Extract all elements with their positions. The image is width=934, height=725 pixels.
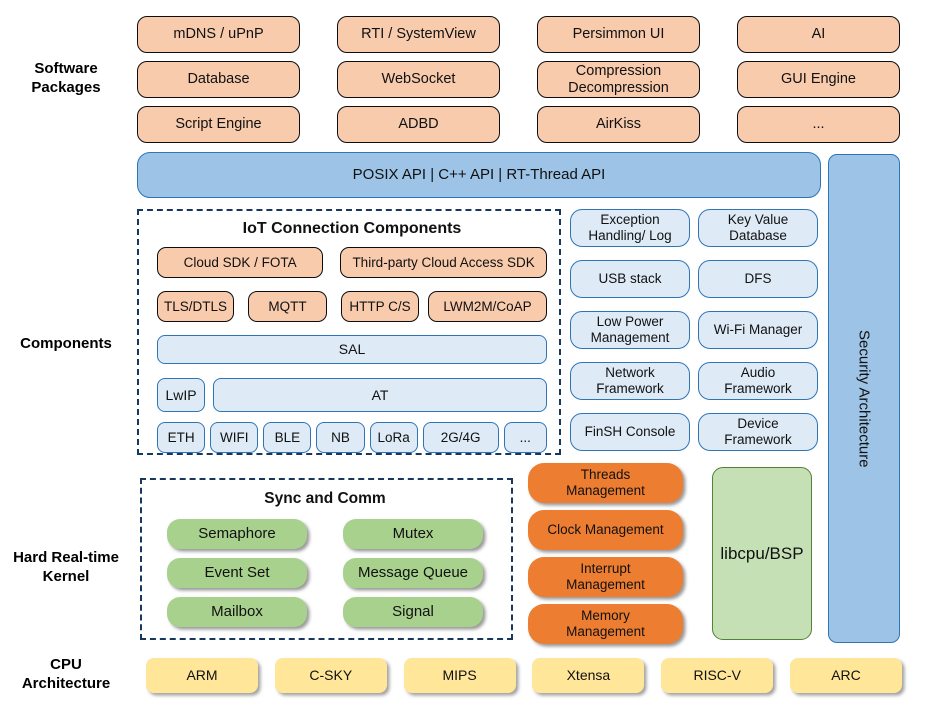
- kernel-management-column: Threads Management Clock Management Inte…: [528, 463, 683, 644]
- package-box: WebSocket: [337, 61, 500, 98]
- package-box: Database: [137, 61, 300, 98]
- component-box: Key Value Database: [698, 209, 818, 247]
- package-box: ADBD: [337, 106, 500, 143]
- security-architecture-bar: Security Architecture: [828, 154, 900, 643]
- kernel-ipc-box: Semaphore: [167, 519, 307, 549]
- label-cpu-architecture: CPU Architecture: [21, 656, 111, 692]
- cpu-box: MIPS: [403, 658, 516, 693]
- iot-connection-components-box: IoT Connection Components Cloud SDK / FO…: [137, 209, 561, 455]
- label-components: Components: [20, 335, 112, 352]
- cpu-box: ARC: [789, 658, 902, 693]
- management-box: Clock Management: [528, 510, 683, 550]
- cpu-box: C-SKY: [274, 658, 387, 693]
- component-grid: Exception Handling/ Log Key Value Databa…: [570, 209, 818, 451]
- cpu-box: Xtensa: [532, 658, 645, 693]
- iot-box: HTTP C/S: [341, 291, 419, 322]
- software-packages-grid: mDNS / uPnP RTI / SystemView Persimmon U…: [137, 16, 900, 143]
- component-box: USB stack: [570, 260, 690, 298]
- at-box: AT: [213, 378, 547, 412]
- iot-box: LWM2M/CoAP: [428, 291, 547, 322]
- package-box: Compression Decompression: [537, 61, 700, 98]
- link-box: WIFI: [210, 422, 259, 453]
- management-box: Memory Management: [528, 604, 683, 644]
- component-box: Wi-Fi Manager: [698, 311, 818, 349]
- component-box: Device Framework: [698, 413, 818, 451]
- package-box: GUI Engine: [737, 61, 900, 98]
- cpu-box: ARM: [146, 658, 258, 693]
- iot-title: IoT Connection Components: [242, 220, 462, 237]
- lwip-box: LwIP: [157, 378, 205, 412]
- kernel-ipc-box: Mutex: [343, 519, 483, 549]
- link-box: ETH: [157, 422, 206, 453]
- iot-box: TLS/DTLS: [157, 291, 234, 322]
- package-box: AirKiss: [537, 106, 700, 143]
- component-box: DFS: [698, 260, 818, 298]
- component-box: Exception Handling/ Log: [570, 209, 690, 247]
- sync-grid: Semaphore Mutex Event Set Message Queue …: [167, 519, 483, 627]
- link-box: 2G/4G: [422, 422, 499, 453]
- package-box: ...: [737, 106, 900, 143]
- iot-box: MQTT: [248, 291, 327, 322]
- iot-stack-row: LwIP AT: [157, 378, 547, 412]
- sync-and-comm-box: Sync and Comm Semaphore Mutex Event Set …: [140, 478, 513, 640]
- iot-box: Third-party Cloud Access SDK: [340, 247, 547, 278]
- iot-link-row: ETH WIFI BLE NB LoRa 2G/4G ...: [157, 422, 548, 453]
- kernel-ipc-box: Mailbox: [167, 597, 307, 627]
- iot-box: Cloud SDK / FOTA: [157, 247, 324, 278]
- link-box: ...: [503, 422, 548, 453]
- link-box: NB: [316, 422, 365, 453]
- component-box: Network Framework: [570, 362, 690, 400]
- management-box: Interrupt Management: [528, 557, 683, 597]
- kernel-ipc-box: Message Queue: [343, 558, 483, 588]
- management-box: Threads Management: [528, 463, 683, 503]
- package-box: mDNS / uPnP: [137, 16, 300, 53]
- label-hard-realtime-kernel: Hard Real-time Kernel: [13, 549, 119, 585]
- label-software-packages: Software Packages: [31, 60, 101, 96]
- package-box: AI: [737, 16, 900, 53]
- component-box: FinSH Console: [570, 413, 690, 451]
- api-bar: POSIX API | C++ API | RT-Thread API: [137, 152, 821, 198]
- cpu-box: RISC-V: [661, 658, 774, 693]
- link-box: BLE: [263, 422, 312, 453]
- iot-protocol-row: TLS/DTLS MQTT HTTP C/S LWM2M/CoAP: [157, 291, 547, 322]
- component-box: Audio Framework: [698, 362, 818, 400]
- link-box: LoRa: [369, 422, 418, 453]
- kernel-ipc-box: Event Set: [167, 558, 307, 588]
- kernel-ipc-box: Signal: [343, 597, 483, 627]
- component-box: Low Power Management: [570, 311, 690, 349]
- sync-and-comm-title: Sync and Comm: [264, 490, 386, 507]
- package-box: Script Engine: [137, 106, 300, 143]
- package-box: Persimmon UI: [537, 16, 700, 53]
- package-box: RTI / SystemView: [337, 16, 500, 53]
- cpu-architecture-row: ARM C-SKY MIPS Xtensa RISC-V ARC: [146, 658, 902, 693]
- libcpu-bsp-box: libcpu/BSP: [712, 467, 812, 640]
- sal-box: SAL: [157, 335, 547, 364]
- iot-sdk-row: Cloud SDK / FOTA Third-party Cloud Acces…: [157, 247, 547, 278]
